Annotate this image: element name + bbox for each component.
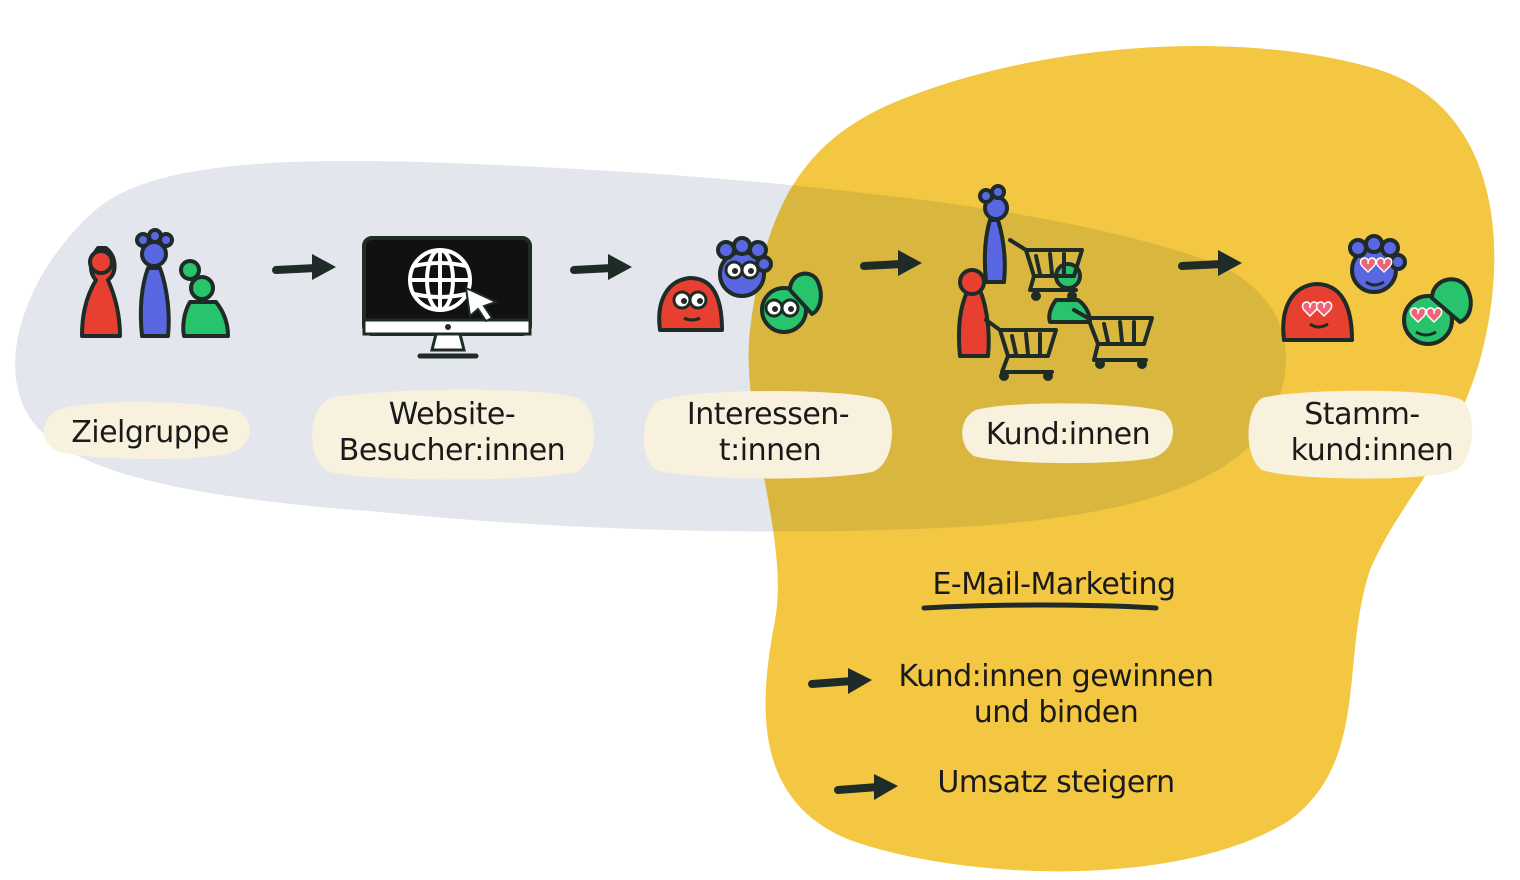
stage-label-stammkundinnen: Stamm- kund:innen xyxy=(1248,390,1473,479)
benefit-1-line1: Kund:innen gewinnen xyxy=(898,659,1213,694)
interested-faces-icon xyxy=(657,236,823,334)
stage-label-interessenten: Interessen- t:innen xyxy=(643,391,892,479)
flow-arrow-4 xyxy=(1178,250,1242,276)
email-marketing-title: E-Mail-Marketing xyxy=(932,567,1175,602)
stage-label-kundinnen: Kund:innen xyxy=(962,403,1174,464)
stage-label-text-line2: t:innen xyxy=(719,433,821,468)
benefit-2-line1: Umsatz steigern xyxy=(937,765,1174,800)
stage-label-website-besucher: Website- Besucher:innen xyxy=(312,389,595,480)
stage-label-text-line2: kund:innen xyxy=(1291,433,1453,468)
stage-label-text: Zielgruppe xyxy=(71,415,229,450)
stage-label-zielgruppe: Zielgruppe xyxy=(44,401,250,460)
stage-label-text: Kund:innen xyxy=(986,417,1150,452)
flow-arrow-2 xyxy=(570,254,632,280)
stage-label-text-line1: Interessen- xyxy=(687,397,849,432)
stage-label-text-line2: Besucher:innen xyxy=(339,433,565,468)
title-underline xyxy=(921,602,1159,611)
benefit-arrow-1 xyxy=(808,668,872,694)
heart-eyes-faces-icon xyxy=(1281,234,1473,346)
target-group-icon xyxy=(80,228,230,338)
monitor-globe-icon xyxy=(362,236,532,359)
flow-arrow-1 xyxy=(272,254,336,280)
email-marketing-section: E-Mail-Marketing Kund:innen gewinnen und… xyxy=(808,567,1214,800)
benefit-arrow-2 xyxy=(834,774,898,800)
shopping-carts-icon xyxy=(956,184,1154,381)
stage-label-text-line1: Stamm- xyxy=(1304,397,1419,432)
flow-arrow-3 xyxy=(860,250,922,276)
benefit-1-line2: und binden xyxy=(974,695,1139,730)
stage-label-text-line1: Website- xyxy=(389,397,515,432)
